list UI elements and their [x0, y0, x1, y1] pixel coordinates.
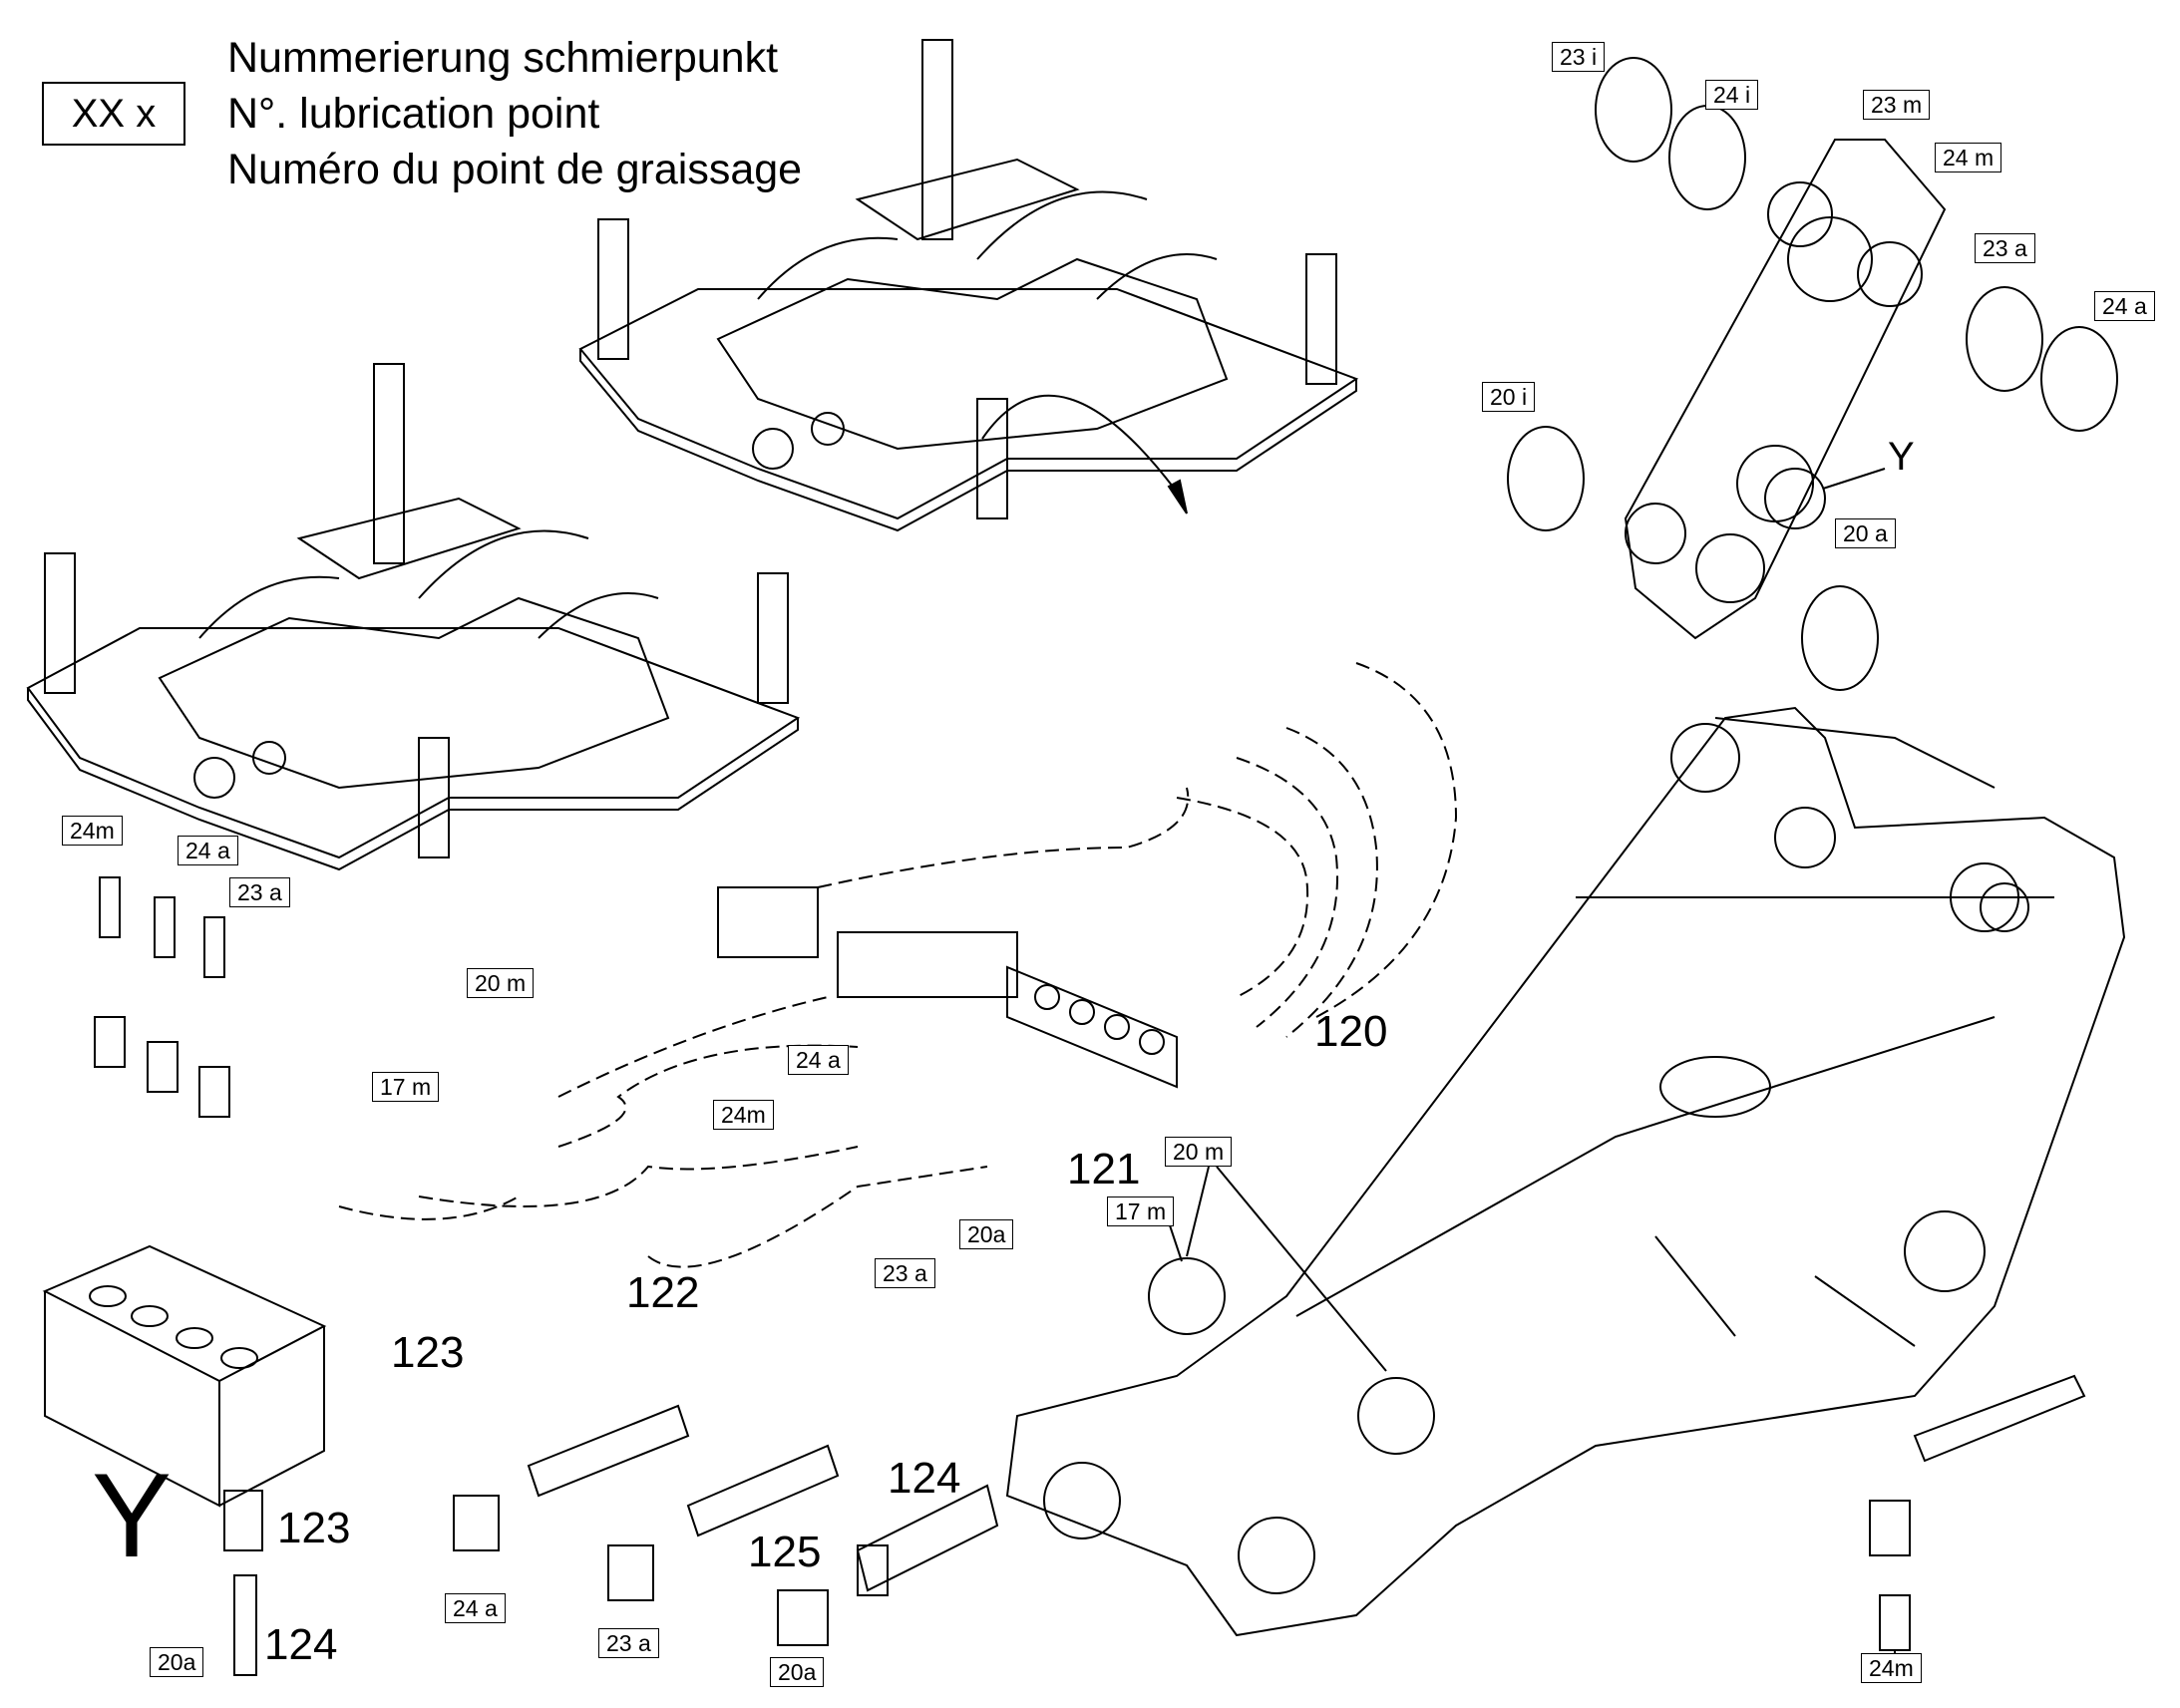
- main-boom: [1005, 706, 2126, 1637]
- legend-line-german: Nummerierung schmierpunkt: [227, 34, 779, 82]
- point-label: 23 a: [875, 1258, 935, 1288]
- hose-routes: [338, 662, 1458, 1268]
- point-label: 24 m: [1935, 143, 2002, 172]
- lower-distributor-assembly: [26, 363, 801, 871]
- point-label: 23 a: [1975, 233, 2035, 263]
- point-label: 17 m: [372, 1072, 440, 1102]
- point-label: 24m: [713, 1100, 774, 1130]
- point-label: 24 a: [2094, 291, 2155, 321]
- point-label: 24 a: [788, 1045, 849, 1075]
- point-label: 23 a: [229, 877, 290, 907]
- point-label: 20a: [770, 1657, 825, 1687]
- part-number-125: 125: [748, 1528, 822, 1576]
- point-label: 24m: [1861, 1653, 1922, 1683]
- point-label: 20 m: [1165, 1137, 1233, 1167]
- legend-line-english: N°. lubrication point: [227, 90, 600, 138]
- point-label: 23 a: [598, 1628, 659, 1658]
- point-label: 20 a: [1835, 518, 1896, 548]
- part-number-120: 120: [1314, 1007, 1388, 1056]
- y-detail-label: Y: [92, 1449, 173, 1582]
- part-number-123: 123: [391, 1328, 465, 1377]
- part-number-123-detail: 123: [277, 1504, 351, 1552]
- point-label: 17 m: [1107, 1196, 1175, 1226]
- point-label: 24 a: [178, 836, 238, 865]
- point-label: 20 m: [467, 968, 535, 998]
- manifold-block: [42, 1244, 327, 1508]
- point-label: 23 i: [1552, 42, 1606, 72]
- point-label: 23 m: [1863, 90, 1931, 120]
- y-callout-label: Y: [1888, 435, 1915, 479]
- point-label: 24m: [62, 816, 123, 846]
- part-number-122: 122: [626, 1268, 700, 1317]
- part-number-124: 124: [888, 1454, 961, 1503]
- point-label: 24 i: [1705, 80, 1759, 110]
- part-number-121: 121: [1067, 1145, 1141, 1194]
- legend-line-french: Numéro du point de graissage: [227, 146, 803, 193]
- part-number-124-detail: 124: [264, 1620, 338, 1669]
- left-fittings: [94, 876, 230, 1118]
- upper-distributor-assembly: [578, 39, 1359, 532]
- legend-code-box: XX x: [42, 82, 185, 146]
- point-label: 20 i: [1482, 382, 1536, 412]
- point-label: 20a: [959, 1219, 1014, 1249]
- point-label: 20a: [150, 1647, 204, 1677]
- upper-arm-link: [1624, 139, 1947, 640]
- point-label: 24 a: [445, 1593, 506, 1623]
